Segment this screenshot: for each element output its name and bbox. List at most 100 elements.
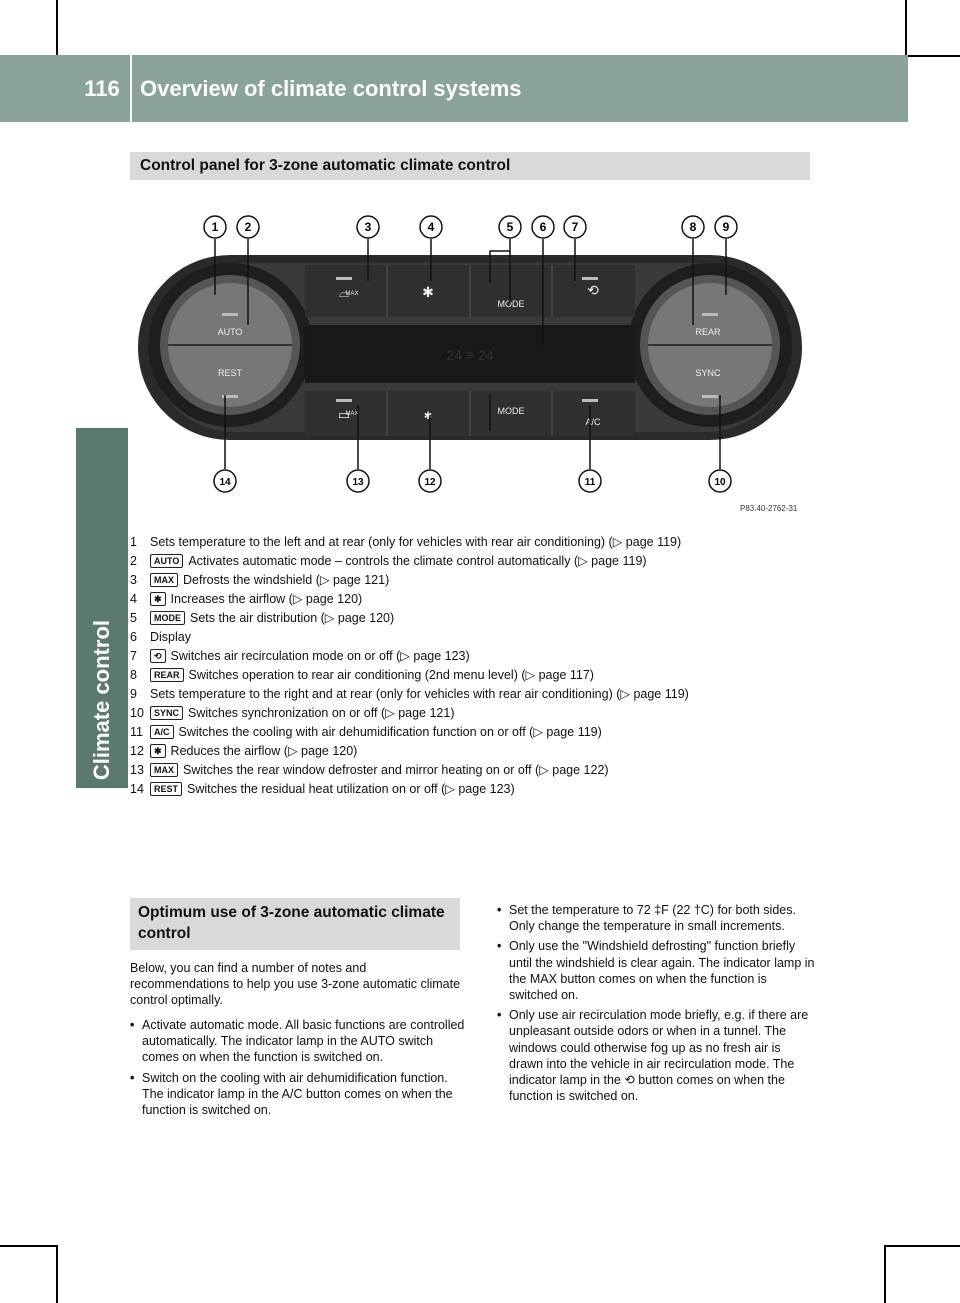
legend-key-icon: ✱	[150, 592, 166, 606]
bullet-item: • Only use the "Windshield defrosting" fu…	[497, 938, 815, 1003]
ac-button-label: A/C	[585, 417, 601, 427]
legend-item: 10 SYNC Switches synchronization on or off…	[130, 704, 810, 723]
header-bar	[0, 55, 908, 122]
display	[305, 325, 635, 383]
legend-key-icon: REAR	[150, 668, 184, 682]
legend-item: 9 Sets temperature to the right and at re…	[130, 685, 810, 704]
svg-text:9: 9	[723, 220, 730, 234]
header-divider	[130, 55, 132, 122]
legend-list: 1 Sets temperature to the left and at rea…	[130, 533, 810, 799]
legend-item: 12 ✱Reduces the airflow (▷ page 120)	[130, 742, 810, 761]
legend-key-icon: MODE	[150, 611, 185, 625]
max-rear-label: MAX	[345, 411, 358, 417]
bullet-text: Switch on the cooling with air dehumidif…	[142, 1070, 453, 1118]
sidebar-label: Climate control	[80, 440, 124, 780]
svg-text:5: 5	[507, 220, 514, 234]
legend-number: 11	[130, 725, 143, 739]
callout-2: 2	[236, 215, 260, 239]
legend-text: AUTO Activates automatic mode – controls …	[150, 552, 810, 571]
bullet-dot: •	[497, 939, 502, 954]
sidebar-label-text: Climate control	[89, 619, 114, 780]
callout-10: 10	[708, 469, 732, 493]
bullet-item: •Activate automatic mode. All basic func…	[130, 1017, 465, 1066]
legend-description: Sets temperature to the right and at rea…	[150, 687, 689, 701]
auto-button-label: AUTO	[218, 327, 243, 337]
legend-item: 1 Sets temperature to the left and at rea…	[130, 533, 810, 552]
bullet-text: Only use air recirculation mode briefly,…	[509, 1008, 809, 1104]
legend-description: Switches air recirculation mode on or of…	[170, 649, 470, 663]
page-title: Overview of climate control systems	[140, 75, 522, 101]
legend-key-icon: ✱	[150, 744, 166, 758]
legend-description: Switches the residual heat utilization o…	[187, 782, 515, 796]
legend-description: Defrosts the windshield (▷ page 121)	[183, 573, 390, 587]
legend-number: 7	[130, 649, 137, 663]
bullet-item: • Switch on the cooling with air dehumidi…	[130, 1070, 465, 1119]
mode-up-button-label: MODE	[498, 299, 525, 309]
optimum-heading: Optimum use of 3-zone automatic climate …	[130, 898, 460, 950]
legend-number: 1	[130, 535, 137, 549]
legend-text: SYNC Switches synchronization on or off (…	[150, 704, 810, 723]
bullets-right: •Set the temperature to 72 ‡F (22 †C) fo…	[497, 902, 815, 1108]
crop-mark	[56, 0, 58, 58]
crop-mark	[905, 0, 907, 58]
callout-5: 5	[498, 215, 522, 239]
crop-mark	[0, 1245, 58, 1247]
rest-button-label: REST	[218, 368, 243, 378]
legend-key-icon: MAX	[150, 573, 178, 587]
callout-8: 8	[681, 215, 705, 239]
legend-text: Sets temperature to the right and at rea…	[150, 685, 810, 704]
legend-number: 8	[130, 668, 137, 682]
svg-text:3: 3	[365, 220, 372, 234]
bullet-dot: •	[130, 1070, 135, 1085]
legend-key-icon: SYNC	[150, 706, 184, 720]
legend-text: ✱Increases the airflow (▷ page 120)	[150, 590, 810, 609]
legend-description: Sets temperature to the left and at rear…	[150, 535, 682, 549]
legend-description: Activates automatic mode – controls the …	[188, 554, 647, 568]
legend-item: 4 ✱Increases the airflow (▷ page 120)	[130, 590, 810, 609]
legend-item: 8 REAR Switches operation to rear air cond…	[130, 666, 810, 685]
legend-key-icon: AUTO	[150, 554, 184, 568]
legend-number: 3	[130, 573, 137, 587]
legend-description: Switches the cooling with air dehumidifi…	[178, 725, 602, 739]
page-number: 116	[84, 75, 120, 101]
bullet-text: Only use the "Windshield defrosting" fun…	[509, 939, 815, 1003]
legend-description: Display	[150, 630, 191, 644]
legend-text: MODE Sets the air distribution (▷ page 12…	[150, 609, 810, 628]
bullet-dot: •	[130, 1018, 135, 1032]
section-heading: Control panel for 3-zone automatic clima…	[130, 152, 810, 180]
legend-number: 12	[130, 744, 144, 758]
fan-down-icon: ✱	[424, 411, 432, 422]
legend-text: MAX Defrosts the windshield (▷ page 121)	[150, 571, 810, 590]
legend-number: 6	[130, 630, 137, 644]
legend-text: ✱Reduces the airflow (▷ page 120)	[150, 742, 810, 761]
legend-description: Sets the air distribution (▷ page 120)	[190, 611, 395, 625]
bullet-dot: •	[497, 1008, 502, 1023]
callout-6: 6	[531, 215, 555, 239]
callout-9: 9	[714, 215, 738, 239]
legend-number: 9	[130, 687, 137, 701]
legend-text: Display	[150, 628, 810, 647]
legend-description: Switches synchronization on or off (▷ pa…	[188, 706, 455, 720]
legend-text: ⟲ Switches air recirculation mode on or o…	[150, 647, 810, 666]
legend-item: 3 MAX Defrosts the windshield (▷ page 121)	[130, 571, 810, 590]
legend-key-icon: ⟲	[150, 649, 166, 663]
legend-number: 10	[130, 706, 144, 720]
legend-number: 4	[130, 592, 137, 606]
svg-text:6: 6	[540, 220, 547, 234]
legend-number: 2	[130, 554, 137, 568]
fan-up-icon: ✱	[422, 284, 434, 300]
svg-text:14: 14	[219, 477, 231, 488]
legend-item: 2 AUTO Activates automatic mode – controls…	[130, 552, 810, 571]
legend-description: Switches operation to rear air condition…	[188, 668, 594, 682]
legend-number: 14	[130, 782, 144, 796]
legend-number: 13	[130, 763, 144, 777]
svg-text:2: 2	[245, 220, 252, 234]
windshield-defrost-icon: ⌓	[339, 285, 349, 300]
callout-11: 11	[578, 469, 602, 493]
callout-12: 12	[418, 469, 442, 493]
crop-mark	[884, 1245, 886, 1303]
